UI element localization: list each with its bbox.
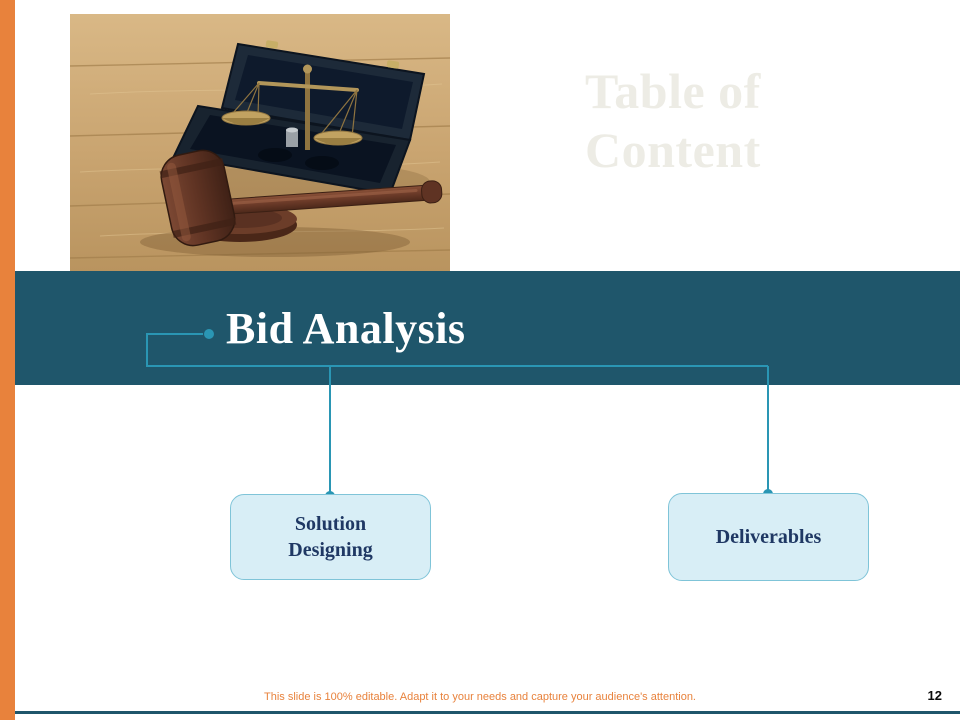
footer-note: This slide is 100% editable. Adapt it to… (264, 691, 696, 703)
gavel-scales-graphic (70, 14, 450, 271)
section-band (15, 271, 960, 385)
section-title[interactable]: Bid Analysis (226, 304, 466, 353)
page-title-watermark: Table of Content (585, 63, 761, 178)
node-deliverables[interactable]: Deliverables (668, 493, 869, 581)
node-solution-designing[interactable]: Solution Designing (230, 494, 431, 580)
gavel-scales-photo (70, 14, 450, 271)
node-label: Deliverables (715, 526, 822, 548)
page-number: 12 (927, 688, 942, 703)
bottom-border-line (15, 711, 960, 714)
node-label: Solution Designing (288, 513, 373, 561)
accent-stripe (0, 0, 15, 720)
